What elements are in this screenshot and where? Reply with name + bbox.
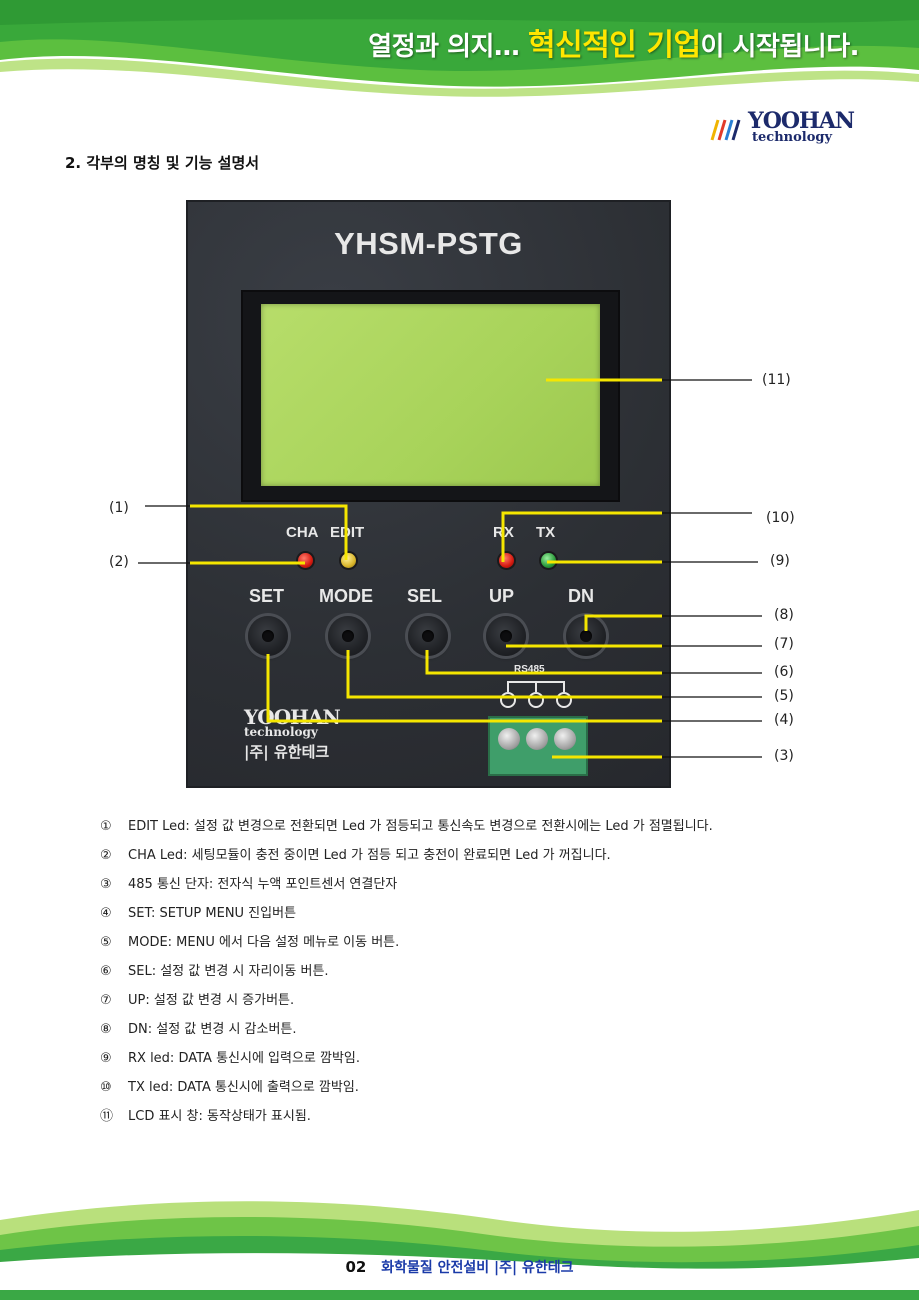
led-label-tx: TX [536, 524, 556, 541]
page-number: 02 [345, 1258, 367, 1276]
device-logo-sub: technology [244, 725, 318, 739]
callout-6: (6) [774, 664, 794, 680]
callout-4: (4) [774, 712, 794, 728]
device-logo-company: |주| 유한테크 [244, 743, 330, 761]
slogan-suffix: 이 시작됩니다. [700, 32, 860, 62]
header-wave-graphic [0, 0, 919, 97]
callout-1: (1) [109, 500, 129, 516]
slogan-prefix: 열정과 의지… [368, 32, 528, 62]
callout-3: (3) [774, 748, 794, 764]
section-title: 2. 각부의 명칭 및 기능 설명서 [65, 154, 260, 172]
sel-button [408, 616, 448, 656]
mode-button [328, 616, 368, 656]
rx-led [499, 553, 514, 568]
rs485-terminal-block [488, 716, 588, 776]
cha-led [298, 553, 313, 568]
logo-brand: YOOHAN [748, 108, 855, 134]
callout-5: (5) [774, 688, 794, 704]
button-label-dn: DN [568, 586, 594, 606]
header-slogan: 열정과 의지… 혁신적인 기업이 시작됩니다. [368, 20, 859, 64]
callout-10: (10) [766, 510, 795, 526]
button-label-mode: MODE [319, 586, 373, 606]
footer-company: 화학물질 안전설비 |주| 유한테크 [381, 1260, 574, 1276]
device-model-label: YHSM-PSTG [334, 226, 523, 261]
page-header: 열정과 의지… 혁신적인 기업이 시작됩니다. [0, 0, 919, 100]
logo-slashes-icon [710, 119, 741, 141]
rs485-label: RS485 [514, 664, 545, 675]
callout-11: (11) [762, 372, 791, 388]
company-logo: YOOHAN technology [706, 108, 856, 152]
terminal-screw [554, 728, 576, 750]
callout-9: (9) [770, 553, 790, 569]
terminal-screw [498, 728, 520, 750]
up-button [486, 616, 526, 656]
lcd-frame [241, 290, 620, 502]
footer-wave-graphic [0, 1201, 919, 1300]
callout-7: (7) [774, 636, 794, 652]
edit-led [341, 553, 356, 568]
led-label-cha: CHA [286, 524, 319, 541]
rs485-connector-icon [500, 681, 572, 708]
led-label-edit: EDIT [330, 524, 365, 541]
callout-8: (8) [774, 607, 794, 623]
dn-button [566, 616, 606, 656]
page-footer [0, 1190, 919, 1300]
slogan-highlight: 혁신적인 기업 [528, 28, 701, 63]
set-button [248, 616, 288, 656]
button-label-up: UP [489, 586, 515, 606]
footer-text: 02 화학물질 안전설비 |주| 유한테크 [0, 1257, 919, 1277]
tx-led [541, 553, 556, 568]
logo-sub: technology [752, 130, 833, 145]
callout-2: (2) [109, 554, 129, 570]
device-photo: YHSM-PSTG CHA EDIT RX TX SET MODE SEL UP… [186, 200, 671, 788]
button-label-set: SET [249, 586, 285, 606]
device-logo: YOOHAN technology |주| 유한테크 [244, 705, 341, 762]
button-label-sel: SEL [407, 586, 443, 606]
lcd-display [261, 304, 600, 486]
terminal-screw [526, 728, 548, 750]
led-label-rx: RX [493, 524, 514, 541]
